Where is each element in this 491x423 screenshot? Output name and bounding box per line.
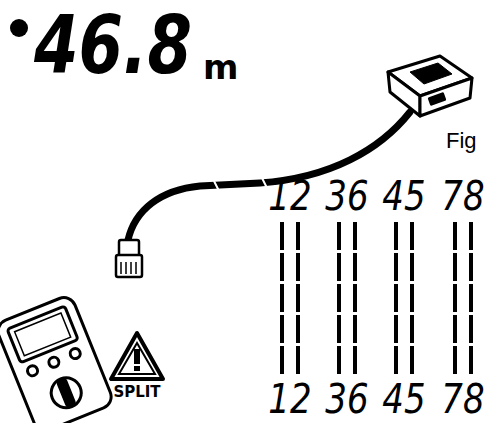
pin-pair-number: 12 <box>268 176 311 216</box>
status-dot <box>10 19 28 37</box>
wire-segment <box>469 253 473 281</box>
wire-segment <box>410 284 414 312</box>
length-unit: m <box>203 50 238 84</box>
pin-pair-number: 78 <box>441 379 484 419</box>
wire-segment <box>353 284 357 312</box>
wire-segment <box>453 253 457 281</box>
wire-segment <box>296 253 300 281</box>
pin-pair-number: 36 <box>325 379 368 419</box>
cable <box>128 112 410 240</box>
wire-segment <box>410 222 414 250</box>
wire-segment <box>394 253 398 281</box>
wire-segment <box>469 346 473 374</box>
wire-segment <box>296 222 300 250</box>
wire-segment <box>280 284 284 312</box>
wire-segment <box>394 284 398 312</box>
wire-segment <box>353 253 357 281</box>
warning-symbol <box>111 333 163 379</box>
wire-segment <box>353 222 357 250</box>
wire-segment <box>353 346 357 374</box>
length-readout: 46.8 <box>34 6 192 86</box>
wire-segment <box>353 315 357 343</box>
wire-segment <box>469 284 473 312</box>
wire-segment <box>280 222 284 250</box>
wire-segment <box>337 253 341 281</box>
wire-pair-bars <box>280 222 473 374</box>
wire-segment <box>280 253 284 281</box>
cable-tester <box>0 294 115 423</box>
rj45-connector <box>116 240 142 277</box>
wire-segment <box>296 284 300 312</box>
pin-pair-number: 45 <box>382 176 425 216</box>
pin-pair-number: 45 <box>382 379 425 419</box>
wire-segment <box>469 222 473 250</box>
wire-segment <box>410 315 414 343</box>
wire-segment <box>410 346 414 374</box>
wire-segment <box>280 315 284 343</box>
wire-segment <box>394 315 398 343</box>
pin-pair-number: 78 <box>441 176 484 216</box>
wire-segment <box>453 284 457 312</box>
pin-pair-number: 36 <box>325 176 368 216</box>
cable-break <box>214 178 268 193</box>
wire-segment <box>453 346 457 374</box>
wire-segment <box>394 346 398 374</box>
wire-segment <box>296 315 300 343</box>
wire-segment <box>394 222 398 250</box>
wire-segment <box>337 346 341 374</box>
pin-pair-number: 12 <box>268 379 311 419</box>
wire-segment <box>469 315 473 343</box>
wire-segment <box>280 346 284 374</box>
remote-unit <box>388 56 472 116</box>
figure-label: Fig <box>446 130 477 152</box>
wire-segment <box>453 315 457 343</box>
wire-segment <box>337 315 341 343</box>
wire-segment <box>453 222 457 250</box>
wire-segment <box>296 346 300 374</box>
wire-segment <box>410 253 414 281</box>
wire-segment <box>337 284 341 312</box>
wire-segment <box>337 222 341 250</box>
warning-text: SPLIT <box>113 385 160 400</box>
